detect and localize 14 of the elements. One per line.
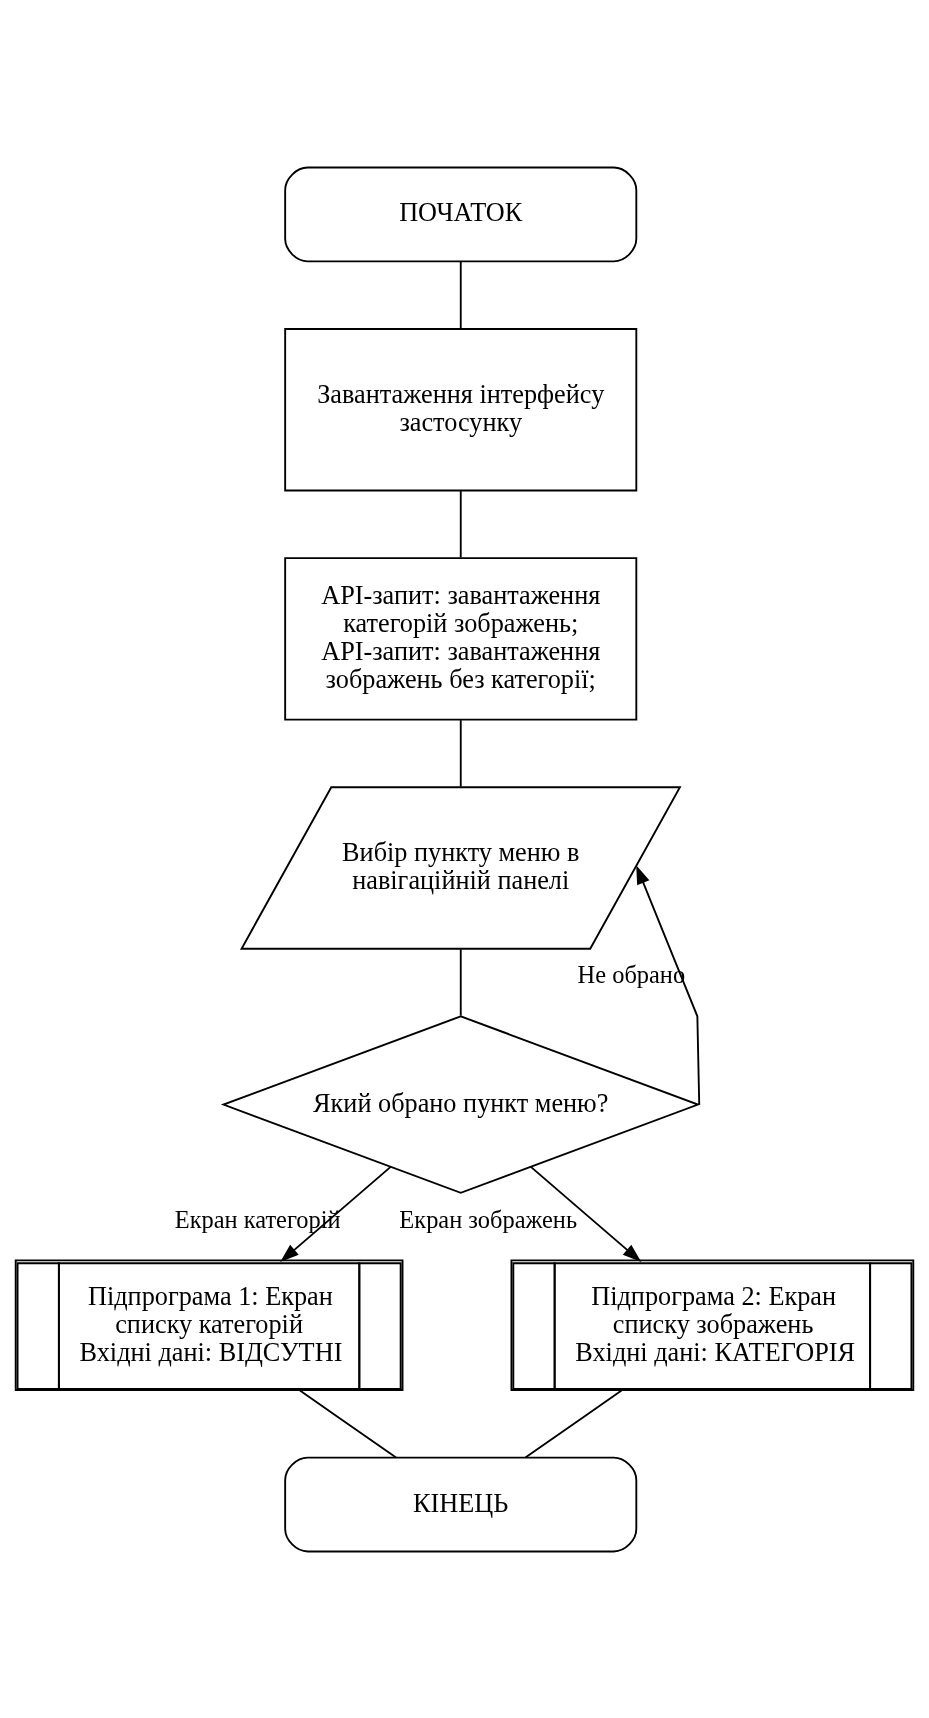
node-box: API-запит: завантаження категорій зображень; API-запит: завантаження зображень без категорії;	[284, 556, 638, 721]
connector	[299, 1389, 397, 1458]
node-box: КІНЕЦЬ	[284, 1456, 638, 1552]
node-box: ПОЧАТОК	[284, 166, 638, 262]
edge-label: Екран зображень	[399, 1205, 578, 1233]
connector	[459, 260, 462, 329]
connector	[524, 1389, 623, 1458]
arrow	[529, 1165, 642, 1262]
node-box: Завантаження інтерфейсу застосунку	[284, 327, 638, 491]
connector	[459, 718, 462, 788]
arrow	[636, 864, 701, 1105]
connector	[459, 489, 462, 558]
node-diamond: Який обрано пункт меню?	[220, 1014, 701, 1194]
connector	[459, 947, 462, 1017]
